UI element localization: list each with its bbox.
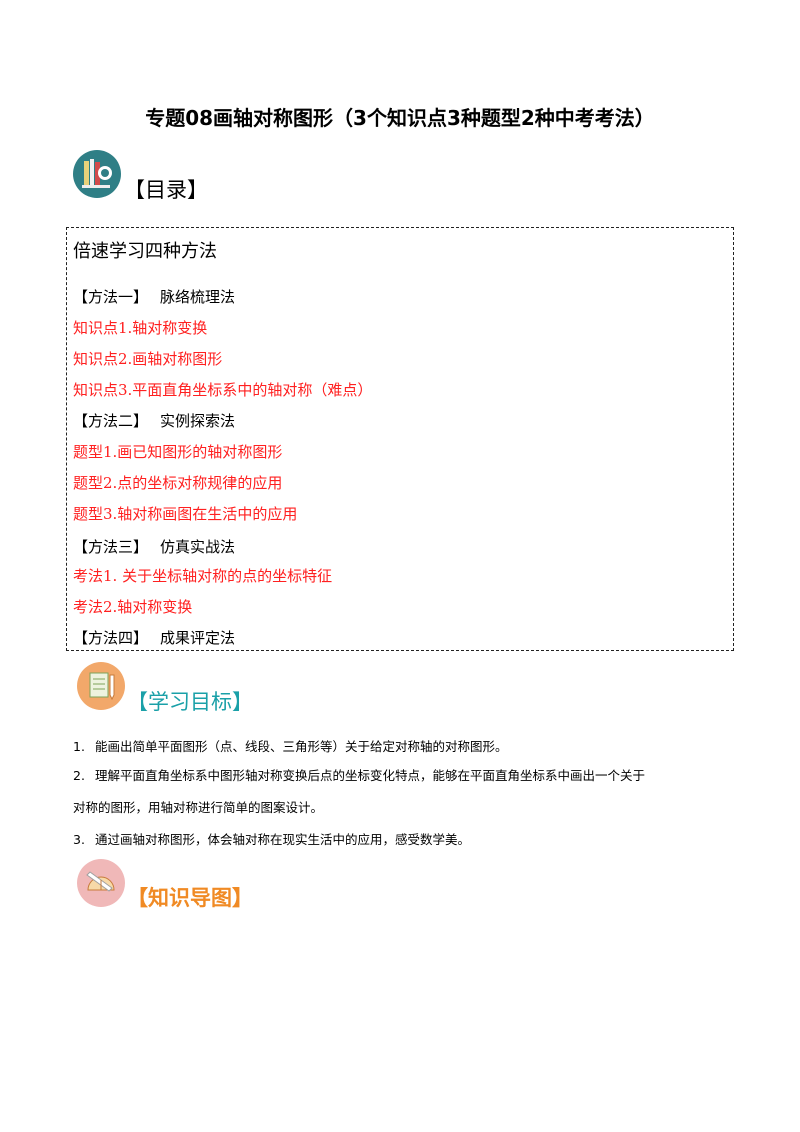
toc-box	[66, 227, 734, 651]
goals-section-label: 【学习目标】	[127, 690, 253, 714]
goal-item-1: 1. 能画出简单平面图形（点、线段、三角形等）关于给定对称轴的对称图形。	[73, 738, 508, 756]
page-title: 专题08画轴对称图形（3个知识点3种题型2种中考考法）	[145, 106, 655, 130]
exam-method-1[interactable]: 考法1. 关于坐标轴对称的点的坐标特征	[73, 567, 333, 585]
method-name: 脉络梳理法	[160, 288, 236, 306]
toc-section-label: 【目录】	[124, 178, 208, 202]
goal-item-2-continued: 对称的图形，用轴对称进行简单的图案设计。	[73, 799, 323, 817]
knowledge-point-1[interactable]: 知识点1.轴对称变换	[73, 319, 208, 337]
method-label: 【方法三】	[73, 538, 149, 556]
question-type-1[interactable]: 题型1.画已知图形的轴对称图形	[73, 443, 283, 461]
goal-item-3: 3. 通过画轴对称图形，体会轴对称在现实生活中的应用，感受数学美。	[73, 831, 470, 849]
goal-item-2: 2. 理解平面直角坐标系中图形轴对称变换后点的坐标变化特点，能够在平面直角坐标系中…	[73, 767, 645, 785]
map-section-label: 【知识导图】	[127, 886, 253, 910]
question-type-3[interactable]: 题型3.轴对称画图在生活中的应用	[73, 505, 298, 523]
method-name: 仿真实战法	[160, 538, 236, 556]
goal-number: 3.	[73, 832, 85, 847]
method-label: 【方法四】	[73, 629, 149, 647]
method-label: 【方法一】	[73, 288, 149, 306]
knowledge-point-2[interactable]: 知识点2.画轴对称图形	[73, 350, 223, 368]
method-1[interactable]: 【方法一】脉络梳理法	[73, 287, 235, 307]
goal-text: 通过画轴对称图形，体会轴对称在现实生活中的应用，感受数学美。	[95, 832, 471, 847]
protractor-icon	[76, 858, 126, 908]
method-name: 成果评定法	[160, 629, 236, 647]
exam-method-2[interactable]: 考法2.轴对称变换	[73, 598, 193, 616]
method-2[interactable]: 【方法二】实例探索法	[73, 411, 235, 431]
goal-number: 1.	[73, 739, 85, 754]
question-type-2[interactable]: 题型2.点的坐标对称规律的应用	[73, 474, 283, 492]
goal-text: 能画出简单平面图形（点、线段、三角形等）关于给定对称轴的对称图形。	[95, 739, 508, 754]
method-3[interactable]: 【方法三】仿真实战法	[73, 537, 235, 557]
notebook-pencil-icon	[76, 661, 126, 711]
goal-number: 2.	[73, 768, 85, 783]
method-label: 【方法二】	[73, 412, 149, 430]
method-4[interactable]: 【方法四】成果评定法	[73, 628, 235, 648]
goal-text: 对称的图形，用轴对称进行简单的图案设计。	[73, 800, 324, 815]
books-icon	[72, 149, 122, 199]
goal-text: 理解平面直角坐标系中图形轴对称变换后点的坐标变化特点，能够在平面直角坐标系中画出…	[95, 768, 646, 783]
method-name: 实例探索法	[160, 412, 236, 430]
knowledge-point-3[interactable]: 知识点3.平面直角坐标系中的轴对称（难点）	[73, 381, 373, 399]
toc-heading: 倍速学习四种方法	[73, 241, 217, 262]
